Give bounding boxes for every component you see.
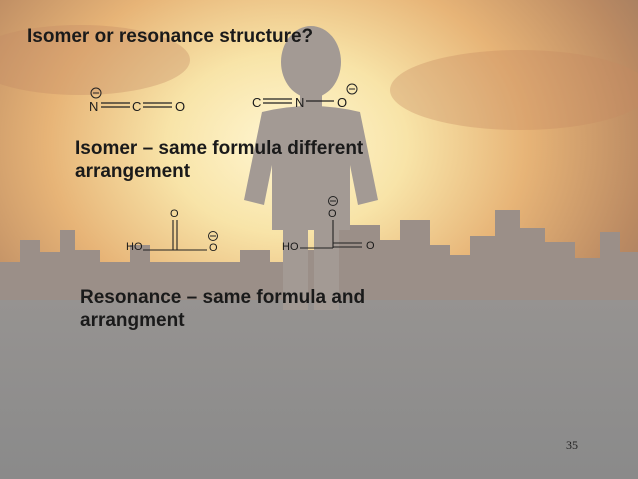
atom-ho: HO (282, 241, 299, 253)
atom-c: C (132, 99, 141, 114)
atom-n: N (89, 99, 98, 114)
isomer-line-1: Isomer – same formula different (75, 138, 364, 159)
slide-title: Isomer or resonance structure? (27, 26, 314, 47)
resonance-definition: Resonance – same formula and arrangment (80, 286, 365, 332)
atom-o: O (175, 99, 185, 114)
atom-o-top: O (170, 208, 179, 220)
resonance-line-1: Resonance – same formula and (80, 287, 366, 308)
resonance-line-2: arrangment (80, 310, 185, 331)
page-number: 35 (566, 438, 578, 452)
atom-n: N (295, 95, 304, 110)
atom-o-right: O (366, 240, 375, 252)
structure-carboxylate-b: O HO O (282, 196, 375, 253)
atom-c: C (252, 95, 261, 110)
atom-o: O (337, 95, 347, 110)
atom-o-top: O (328, 208, 337, 220)
isomer-line-2: arrangement (75, 161, 191, 182)
atom-o-right: O (209, 242, 218, 254)
structure-carboxylate-a: O HO O (126, 208, 218, 254)
structure-cyanate: N C O (89, 87, 185, 114)
isomer-definition: Isomer – same formula different arrangem… (75, 137, 363, 183)
structure-fulminate: C N O (252, 83, 358, 110)
atom-ho: HO (126, 241, 143, 253)
